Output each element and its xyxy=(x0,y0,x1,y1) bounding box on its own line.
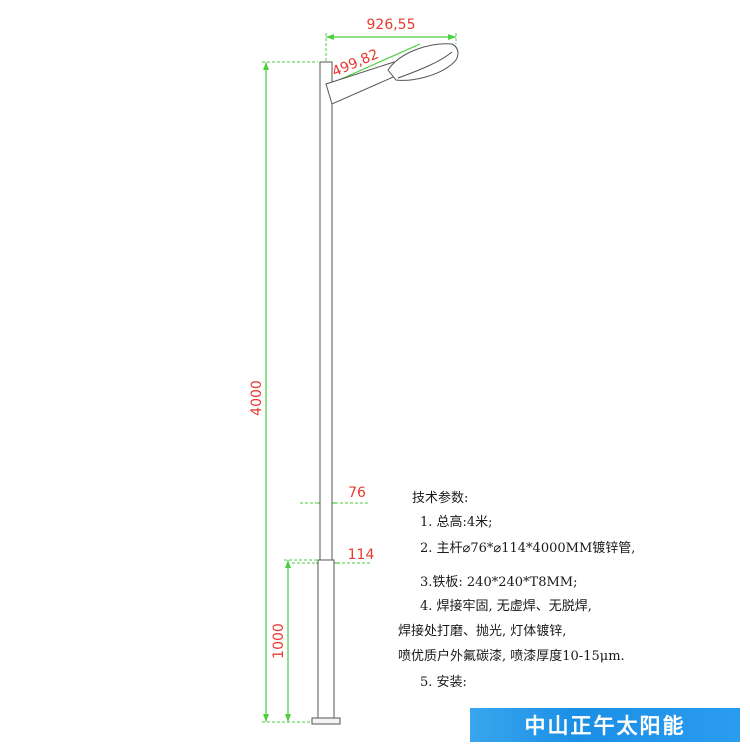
spec-item: 3.铁板: 240*240*T8MM; xyxy=(420,575,578,590)
arm-span-label: 926,55 xyxy=(367,17,416,33)
lamp-head xyxy=(387,43,459,81)
upper-pole-section xyxy=(319,61,333,561)
base-plate xyxy=(311,717,341,725)
spec-item: 焊接处打磨、抛光, 灯体镀锌, xyxy=(398,624,567,639)
lower-section-label: 1000 xyxy=(271,623,287,659)
specs-title: 技术参数: xyxy=(412,491,469,506)
dimension-arrows xyxy=(263,34,456,722)
brand-name: 中山正午太阳能 xyxy=(524,714,686,738)
lamp-pole xyxy=(311,61,341,725)
extension-lines xyxy=(262,33,457,723)
total-height-label: 4000 xyxy=(249,380,265,416)
bottom-diameter-label: 114 xyxy=(348,547,375,563)
spec-item: 5. 安装: xyxy=(420,675,467,690)
spec-item: 1. 总高:4米; xyxy=(420,515,493,530)
spec-item: 2. 主杆⌀76*⌀114*4000MM镀锌管, xyxy=(420,541,636,556)
top-diameter-label: 76 xyxy=(348,485,366,501)
dimension-lines xyxy=(265,36,456,722)
brand-banner: 中山正午太阳能 xyxy=(470,708,740,742)
spec-item: 4. 焊接牢固, 无虚焊、无脱焊, xyxy=(420,599,592,614)
spec-item: 喷优质户外氟碳漆, 喷漆厚度10-15μm. xyxy=(398,649,625,664)
lower-pole-section xyxy=(317,559,335,719)
